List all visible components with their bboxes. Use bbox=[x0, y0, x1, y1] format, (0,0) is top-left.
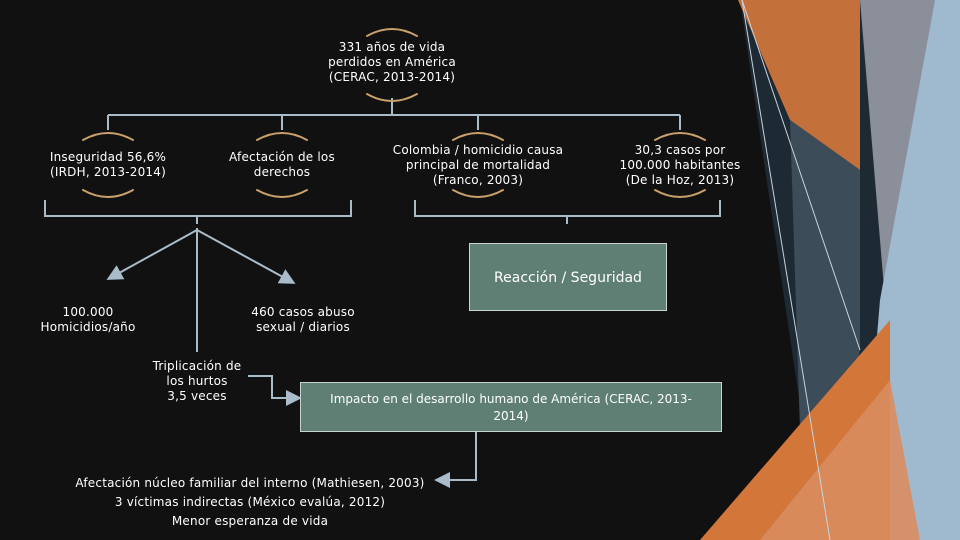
root-arc-bottom bbox=[366, 93, 418, 102]
node4-arc-bottom bbox=[654, 189, 706, 198]
decor-orange-light bbox=[760, 380, 920, 540]
node4-arc-top bbox=[654, 132, 706, 141]
homicides-node: 100.000 Homicidios/año bbox=[28, 305, 148, 335]
decor-line-2 bbox=[741, 0, 861, 351]
node2-line-2: derechos bbox=[253, 165, 311, 179]
root-arc-top bbox=[366, 28, 418, 37]
root-line-3: (CERAC, 2013-2014) bbox=[328, 70, 456, 84]
node-inseguridad: Inseguridad 56,6% (IRDH, 2013-2014) bbox=[38, 150, 178, 180]
node2-line-1: Afectación de los bbox=[229, 150, 335, 164]
reaction-security-label: Reacción / Seguridad bbox=[494, 270, 642, 286]
node1-arc-top bbox=[82, 132, 134, 141]
homicides-line-2: Homicidios/año bbox=[40, 320, 136, 334]
abuse-line-2: sexual / diarios bbox=[256, 320, 350, 334]
thefts-line-3: 3,5 veces bbox=[167, 389, 227, 403]
node3-line-2: principal de mortalidad bbox=[405, 158, 551, 172]
impact-line-2: 2014) bbox=[493, 409, 529, 423]
arrow-to-abuse bbox=[196, 229, 296, 284]
node4-line-2: 100.000 habitantes bbox=[619, 158, 741, 172]
node1-arc-bottom bbox=[82, 189, 134, 198]
arrow-to-homicides bbox=[106, 229, 198, 280]
decor-orange-top bbox=[738, 0, 860, 170]
homicides-line-1: 100.000 bbox=[62, 305, 114, 319]
bracket-left bbox=[44, 200, 352, 217]
root-node-label: 331 años de vida perdidos en América (CE… bbox=[312, 40, 472, 85]
root-line-2: perdidos en América bbox=[328, 55, 456, 69]
node2-arc-bottom bbox=[256, 189, 308, 198]
family-line-1: Afectación núcleo familiar del interno (… bbox=[75, 476, 425, 490]
node1-line-2: (IRDH, 2013-2014) bbox=[50, 165, 166, 179]
decor-line-1 bbox=[741, 0, 831, 540]
node4-line-3: (De la Hoz, 2013) bbox=[625, 173, 735, 187]
impact-box: Impacto en el desarrollo humano de Améri… bbox=[300, 382, 722, 432]
family-node: Afectación núcleo familiar del interno (… bbox=[62, 474, 438, 531]
abuse-node: 460 casos abuso sexual / diarios bbox=[238, 305, 368, 335]
thefts-line-1: Triplicación de bbox=[152, 359, 242, 373]
node2-arc-top bbox=[256, 132, 308, 141]
elbow-thefts-to-impact bbox=[248, 375, 302, 406]
node4-line-1: 30,3 casos por bbox=[634, 143, 726, 157]
node-colombia-homicidio: Colombia / homicidio causa principal de … bbox=[380, 143, 576, 188]
thefts-node: Triplicación de los hurtos 3,5 veces bbox=[142, 359, 252, 404]
thefts-line-2: los hurtos bbox=[166, 374, 228, 388]
node1-line-1: Inseguridad 56,6% bbox=[49, 150, 167, 164]
root-line-1: 331 años de vida bbox=[338, 40, 446, 54]
node3-line-3: (Franco, 2003) bbox=[432, 173, 524, 187]
node3-line-1: Colombia / homicidio causa bbox=[392, 143, 564, 157]
node3-arc-top bbox=[452, 132, 504, 141]
reaction-security-box: Reacción / Seguridad bbox=[469, 243, 667, 311]
family-line-2: 3 víctimas indirectas (México evalúa, 20… bbox=[114, 495, 386, 509]
node3-arc-bottom bbox=[452, 189, 504, 198]
node-afectacion-derechos: Afectación de los derechos bbox=[212, 150, 352, 180]
elbow-impact-to-family bbox=[434, 432, 477, 488]
abuse-line-1: 460 casos abuso bbox=[251, 305, 355, 319]
node-casos-por-habitantes: 30,3 casos por 100.000 habitantes (De la… bbox=[605, 143, 755, 188]
family-line-3: Menor esperanza de vida bbox=[171, 514, 329, 528]
bracket-right bbox=[414, 200, 721, 217]
impact-line-1: Impacto en el desarrollo humano de Améri… bbox=[330, 392, 692, 406]
